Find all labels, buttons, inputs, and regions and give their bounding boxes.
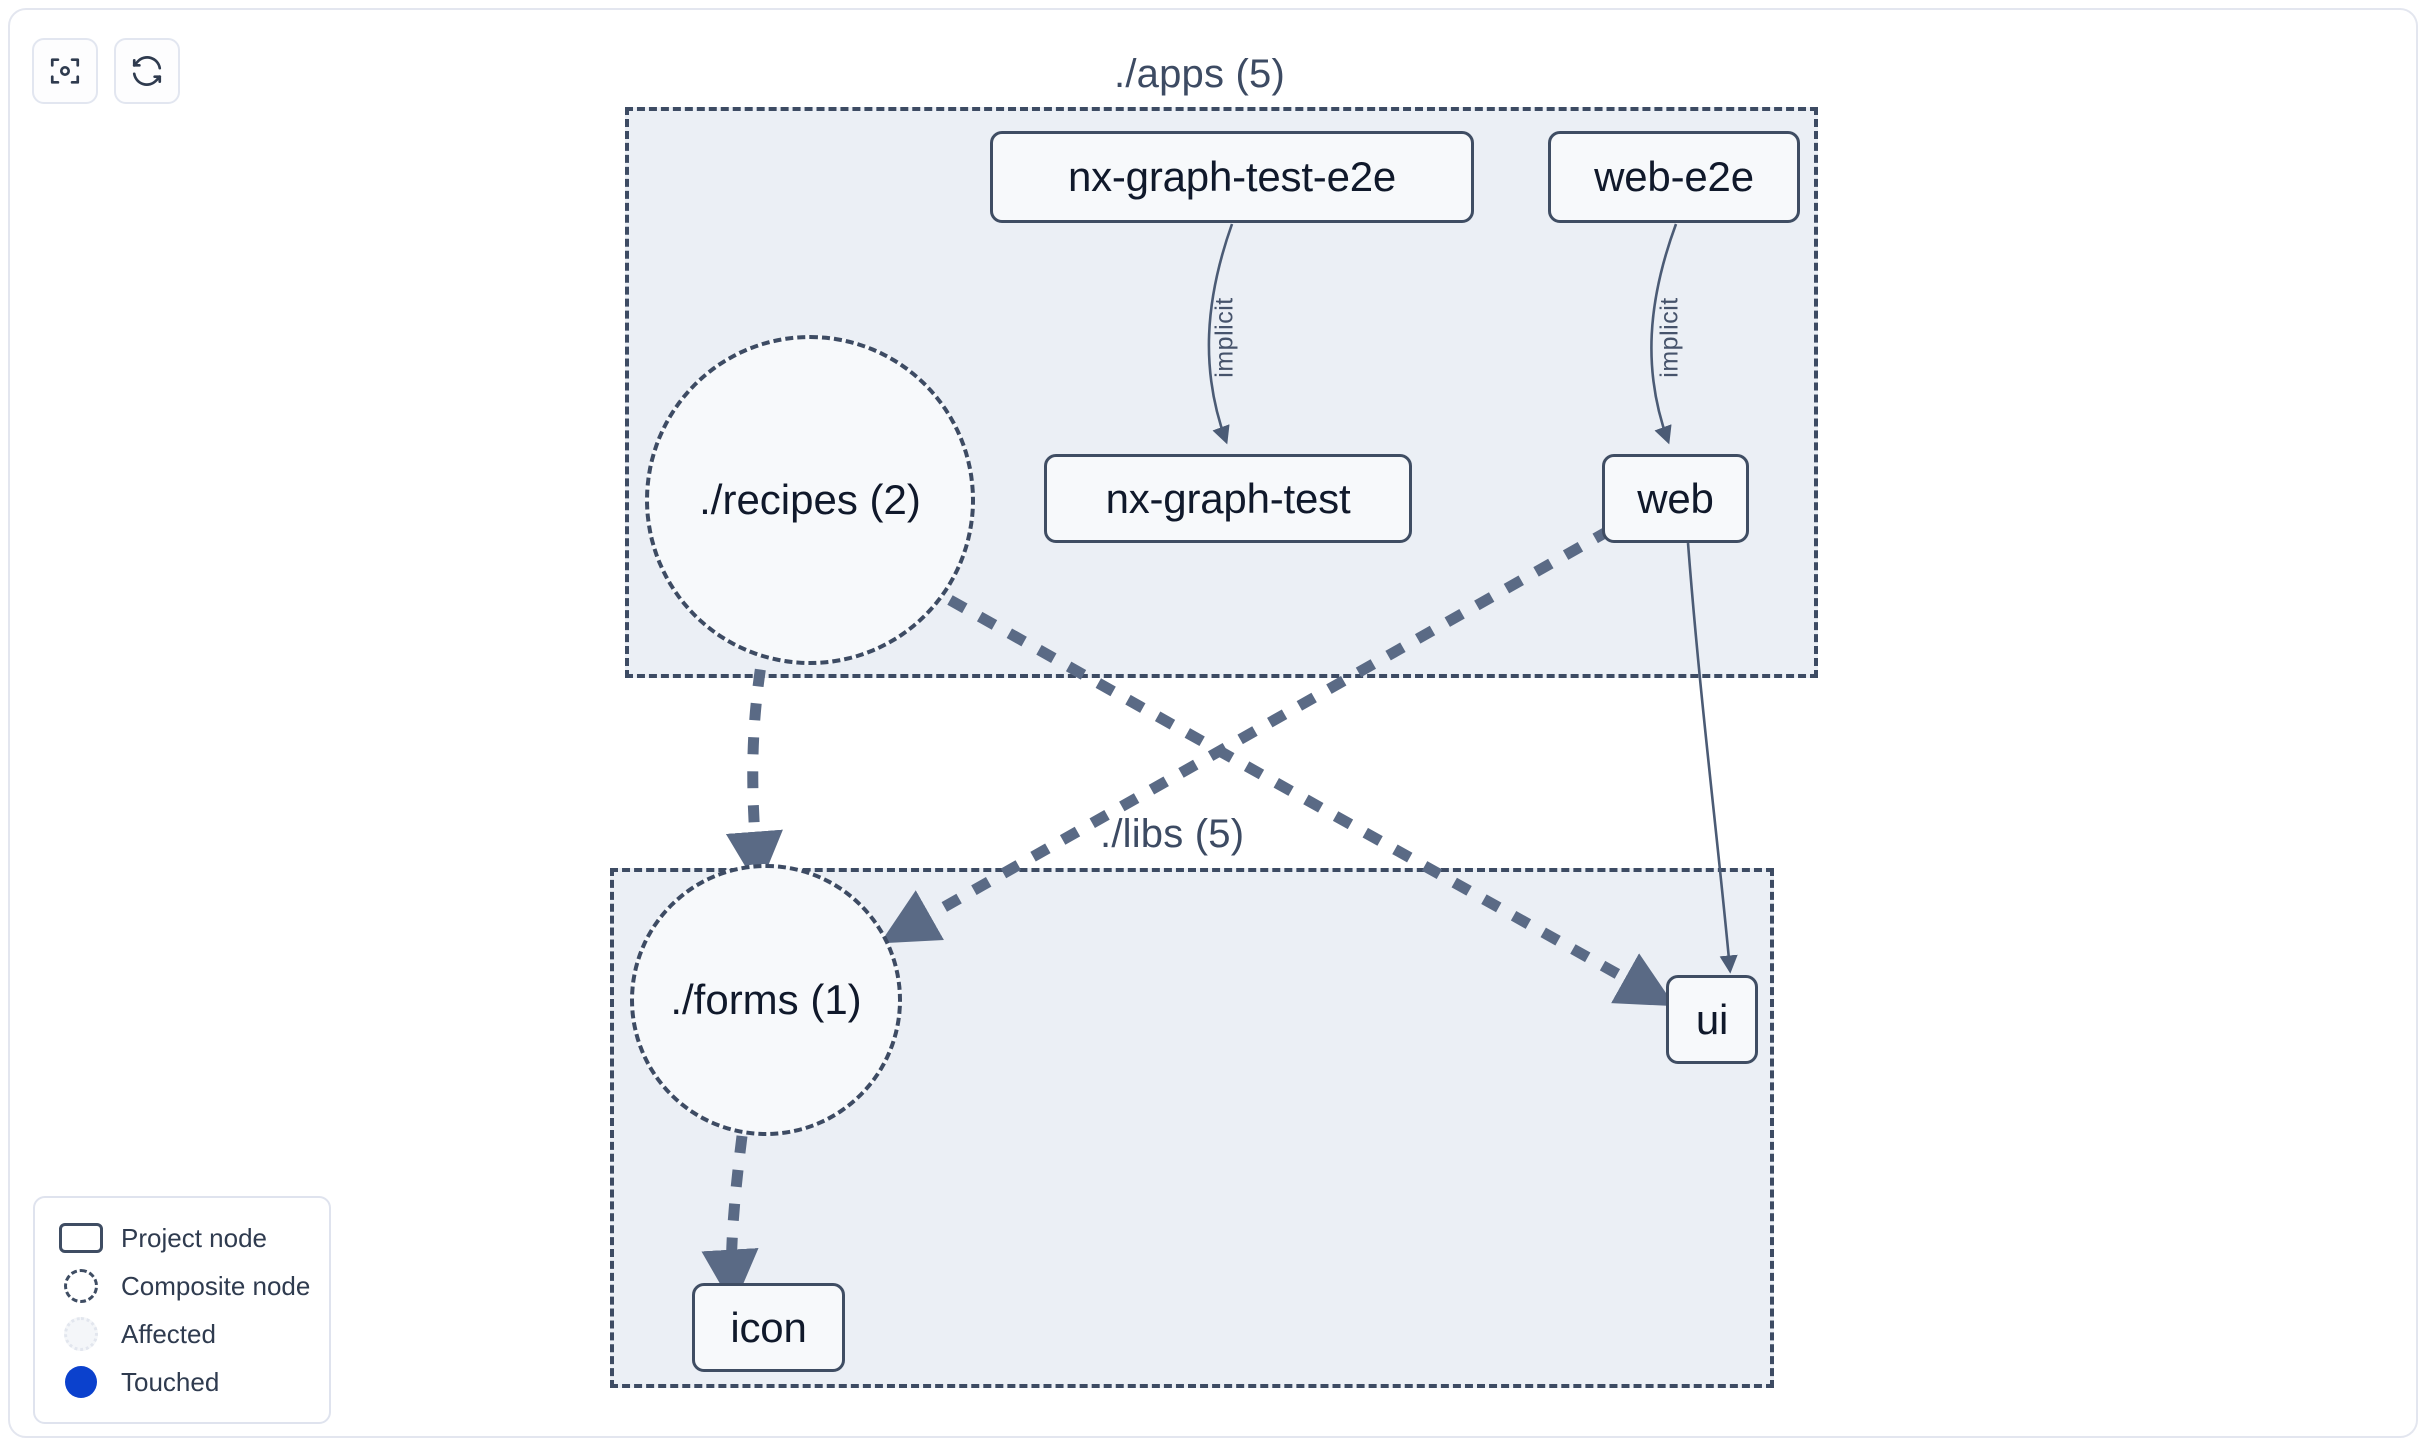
legend-label: Affected (121, 1318, 216, 1349)
project-node-swatch (53, 1223, 109, 1253)
affected-swatch (53, 1317, 109, 1351)
focus-target-icon (48, 54, 82, 88)
edge-label-implicit-nx-graph-test: implicit (1210, 297, 1239, 378)
legend-item-project-node: Project node (53, 1214, 311, 1262)
legend-label: Project node (121, 1222, 267, 1253)
node-forms[interactable]: ./forms (1) (630, 864, 902, 1136)
composite-node-swatch (53, 1269, 109, 1303)
node-icon[interactable]: icon (692, 1283, 845, 1372)
legend-item-touched: Touched (53, 1358, 311, 1406)
node-label: nx-graph-test-e2e (1067, 153, 1397, 200)
edge-label-implicit-web: implicit (1655, 297, 1684, 378)
graph-toolbar (32, 38, 180, 104)
refresh-graph-button[interactable] (114, 38, 180, 104)
legend-item-affected: Affected (53, 1310, 311, 1358)
focus-graph-button[interactable] (32, 38, 98, 104)
node-label: ./forms (1) (670, 976, 862, 1023)
node-label: icon (730, 1303, 807, 1351)
node-web-e2e[interactable]: web-e2e (1548, 131, 1800, 223)
node-label: web-e2e (1594, 153, 1754, 200)
graph-legend: Project node Composite node Affected Tou… (33, 1196, 331, 1424)
node-recipes[interactable]: ./recipes (2) (645, 335, 975, 665)
legend-item-composite-node: Composite node (53, 1262, 311, 1310)
node-nx-graph-test-e2e[interactable]: nx-graph-test-e2e (990, 131, 1474, 223)
group-apps-label: ./apps (5) (1114, 52, 1285, 96)
node-label: nx-graph-test (1105, 474, 1351, 522)
node-label: ui (1695, 995, 1729, 1043)
refresh-icon (130, 54, 164, 88)
node-label: web (1637, 474, 1714, 522)
node-nx-graph-test[interactable]: nx-graph-test (1044, 454, 1412, 543)
node-label: ./recipes (2) (699, 476, 921, 523)
legend-label: Composite node (121, 1270, 311, 1301)
touched-swatch (53, 1366, 109, 1398)
legend-label: Touched (121, 1366, 220, 1397)
node-web[interactable]: web (1602, 454, 1749, 543)
node-ui[interactable]: ui (1666, 975, 1758, 1064)
group-libs-label: ./libs (5) (1100, 812, 1245, 856)
